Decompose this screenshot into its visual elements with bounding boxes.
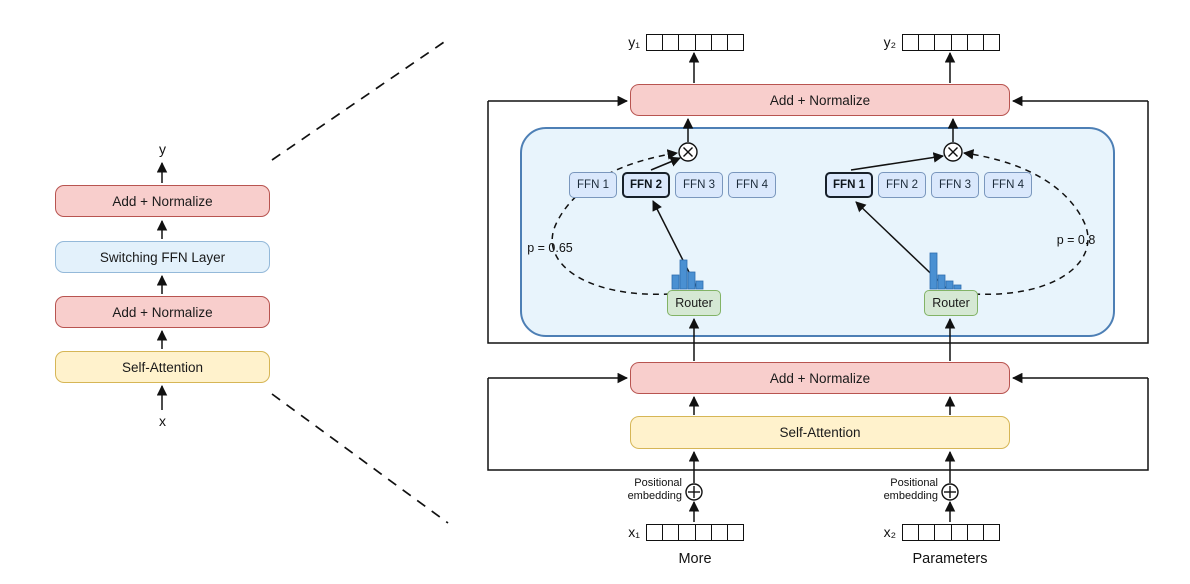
token-cell [919,35,936,50]
output-label-y: y [159,141,166,157]
y2-label: y₂ [883,34,896,50]
histogram-bar [679,259,688,290]
router-box-left: Router [667,290,721,316]
histogram-bar [945,280,954,290]
token-cell [935,35,952,50]
y2-token-box [902,34,1000,51]
token-cell [728,35,743,50]
switching-ffn-layer-container [520,127,1115,337]
token-cell [903,525,920,540]
token-cell [679,35,696,50]
ffn-expert-4: FFN 4 [984,172,1032,198]
probability-dashed-curve-left [551,149,679,296]
token-cell [647,35,664,50]
router-histogram-left [671,259,704,290]
arrow-ffn2-to-multiply [650,156,681,171]
token-cell [696,35,712,50]
x1-caption: More [678,551,712,567]
token-cell [696,525,712,540]
ffn-expert-3: FFN 3 [931,172,979,198]
histogram-bar [953,284,962,290]
token-cell [712,525,728,540]
positional-line2: embedding [883,490,938,502]
token-cell [984,35,999,50]
x2-caption: Parameters [912,551,988,567]
histogram-bar [937,274,946,290]
add-normalize-box-left-bottom: Add + Normalize [55,296,270,328]
positional-embedding-label-right: Positional embedding [854,477,938,503]
token-cell [679,525,696,540]
positional-line1: Positional [890,477,938,489]
residual-ffn-path [487,101,1149,344]
x2-label: x₂ [883,524,896,540]
self-attention-box-detail: Self-Attention [630,416,1010,449]
x2-token-box [902,524,1000,541]
residual-attn-path [487,378,1149,471]
ffn-expert-1: FFN 1 [825,172,873,198]
x1-token-box [646,524,744,541]
token-cell [919,525,936,540]
router-histogram-right [929,252,962,290]
token-cell [647,525,664,540]
switching-ffn-layer-box: Switching FFN Layer [55,241,270,273]
histogram-bar [929,252,938,290]
token-cell [728,525,743,540]
token-cell [663,525,680,540]
token-cell [935,525,952,540]
token-cell [984,525,999,540]
histogram-bar [695,280,704,290]
ffn-expert-1: FFN 1 [569,172,617,198]
ffn-expert-4: FFN 4 [728,172,776,198]
arrow-ffn1-to-multiply [850,152,945,171]
zoom-dashed-line-top [271,39,448,161]
token-cell [903,35,920,50]
probability-label-left: p = 0.65 [527,241,573,255]
ffn-expert-2: FFN 2 [622,172,670,198]
input-label-x: x [159,413,166,429]
token-cell [952,525,968,540]
zoom-dashed-line-bottom [271,393,449,524]
router-box-right: Router [924,290,978,316]
ffn-expert-2: FFN 2 [878,172,926,198]
token-cell [968,35,984,50]
probability-label-right: p = 0.8 [1056,233,1096,247]
token-cell [968,525,984,540]
probability-dashed-curve-right [962,149,1089,295]
positional-line2: embedding [627,490,682,502]
y1-label: y₁ [628,34,640,50]
positional-embedding-label-left: Positional embedding [598,477,682,503]
x1-label: x₁ [628,524,640,540]
self-attention-box-left: Self-Attention [55,351,270,383]
add-normalize-box-left-top: Add + Normalize [55,185,270,217]
token-cell [952,35,968,50]
positional-line1: Positional [634,477,682,489]
operator-group [678,142,963,501]
histogram-bar [671,274,680,290]
add-normalize-box-detail-top: Add + Normalize [630,84,1010,116]
ffn-expert-3: FFN 3 [675,172,723,198]
y1-token-box [646,34,744,51]
add-normalize-box-detail-mid: Add + Normalize [630,362,1010,394]
histogram-bar [687,271,696,290]
token-cell [663,35,680,50]
token-cell [712,35,728,50]
